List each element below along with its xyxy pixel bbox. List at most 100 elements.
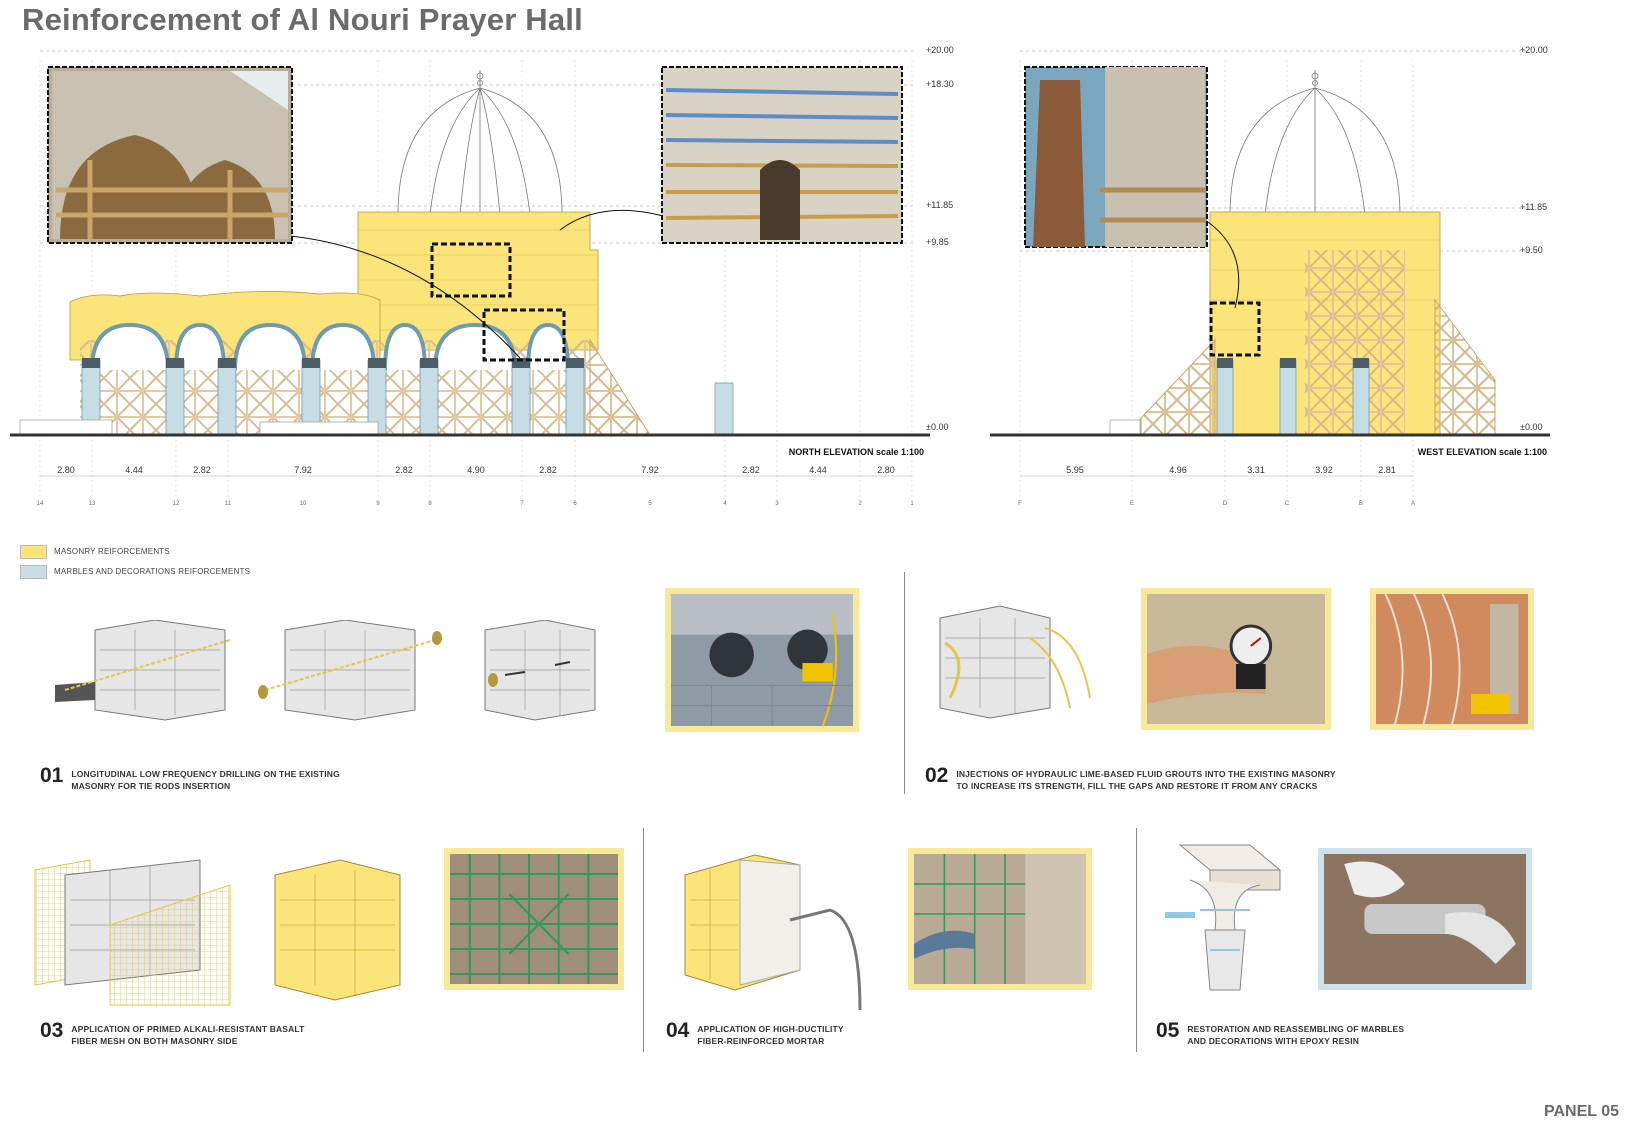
- axis-label: C: [1285, 501, 1290, 507]
- axis-label: E: [1130, 501, 1134, 507]
- step-04-caption: 04 APPLICATION OF HIGH-DUCTILITY FIBER-R…: [666, 1019, 844, 1047]
- step-description: MASONRY FOR TIE RODS INSERTION: [71, 780, 231, 791]
- axis-label: B: [1359, 501, 1363, 507]
- axis-label: 13: [89, 501, 96, 507]
- level-label: +9.50: [1520, 245, 1543, 255]
- step-04-photo: [908, 848, 1092, 990]
- axis-label: 10: [300, 501, 307, 507]
- step-description: AND DECORATIONS WITH EPOXY RESIN: [1187, 1035, 1360, 1046]
- level-label: +11.85: [1520, 202, 1547, 212]
- level-label: ±0.00: [1520, 422, 1542, 432]
- legend-label: MARBLES AND DECORATIONS REIFORCEMENTS: [54, 567, 251, 576]
- step-number: 04: [666, 1019, 690, 1042]
- axis-label: 14: [37, 501, 44, 507]
- step-02-caption: 02 INJECTIONS OF HYDRAULIC LIME-BASED FL…: [925, 764, 1336, 792]
- wall-block: [55, 620, 231, 721]
- level-label: +18.30: [926, 79, 954, 89]
- axis-label: 3: [775, 501, 779, 507]
- dimension-label: 2.82: [193, 465, 211, 475]
- axis-label: F: [1018, 501, 1022, 507]
- marble-swatch: [20, 564, 47, 579]
- step-description: APPLICATION OF HIGH-DUCTILITY: [697, 1024, 844, 1034]
- dimension-label: 5.95: [1066, 465, 1084, 475]
- north-elevation: +20.00 +18.30 +11.85 +9.85 ±0.00: [0, 40, 980, 520]
- north-elevation-label: NORTH ELEVATION scale 1:100: [789, 447, 924, 457]
- axis-label: 8: [428, 501, 432, 507]
- north-photo-left: [47, 66, 293, 244]
- masonry-swatch: [20, 544, 47, 559]
- step-number: 01: [40, 764, 64, 787]
- axis-label: 11: [225, 501, 232, 507]
- axis-label: 2: [858, 501, 862, 507]
- step-01-drilling-illustration: [55, 620, 645, 730]
- step-description: APPLICATION OF PRIMED ALKALI-RESISTANT B…: [71, 1024, 305, 1034]
- step-04-mortar-illustration: [680, 850, 870, 1010]
- wall-block: [274, 859, 401, 1001]
- step-02-injection-illustration: [930, 598, 1110, 728]
- north-photo-right: [661, 66, 903, 244]
- level-label: +20.00: [926, 45, 954, 55]
- dimension-label: 2.82: [395, 465, 413, 475]
- axis-label: 5: [648, 501, 652, 507]
- step-number: 05: [1156, 1019, 1180, 1042]
- dimension-label: 2.81: [1378, 465, 1396, 475]
- step-description: FIBER-REINFORCED MORTAR: [697, 1035, 825, 1046]
- step-description: RESTORATION AND REASSEMBLING OF MARBLES: [1187, 1024, 1405, 1034]
- west-level-labels: +20.00 +11.85 +9.50 ±0.00: [1520, 45, 1548, 432]
- dimension-label: 7.92: [294, 465, 312, 475]
- step-01-caption: 01 LONGITUDINAL LOW FREQUENCY DRILLING O…: [40, 764, 340, 792]
- step-03-photo: [444, 848, 624, 990]
- step-05-caption: 05 RESTORATION AND REASSEMBLING OF MARBL…: [1156, 1019, 1405, 1047]
- step-05-marble-illustration: [1160, 840, 1290, 1000]
- axis-label: 7: [520, 501, 524, 507]
- page-title: Reinforcement of Al Nouri Prayer Hall: [22, 2, 583, 37]
- dimension-label: 4.90: [467, 465, 485, 475]
- step-description: INJECTIONS OF HYDRAULIC LIME-BASED FLUID…: [956, 769, 1336, 779]
- step-number: 02: [925, 764, 949, 787]
- dimension-label: 2.80: [57, 465, 75, 475]
- axis-label: 4: [723, 501, 727, 507]
- dimension-label: 2.80: [877, 465, 895, 475]
- axis-label: 9: [376, 501, 380, 507]
- dimension-label: 4.96: [1169, 465, 1187, 475]
- step-description: FIBER MESH ON BOTH MASONRY SIDE: [71, 1035, 238, 1046]
- legend-label: MASONRY REIFORCEMENTS: [54, 547, 170, 556]
- dimension-label: 4.44: [809, 465, 827, 475]
- level-label: +11.85: [926, 200, 953, 210]
- west-photo: [1024, 66, 1208, 248]
- axis-label: 12: [173, 501, 180, 507]
- step-02-photo-wall: [1370, 588, 1534, 730]
- axis-label: A: [1411, 501, 1415, 507]
- level-label: ±0.00: [926, 422, 948, 432]
- west-elevation-label: WEST ELEVATION scale 1:100: [1418, 447, 1547, 457]
- dimension-label: 2.82: [742, 465, 760, 475]
- dimension-label: 4.44: [125, 465, 143, 475]
- west-elevation: +20.00 +11.85 +9.50 ±0.00: [985, 40, 1625, 520]
- dimension-label: 3.31: [1247, 465, 1265, 475]
- axis-label: D: [1223, 501, 1228, 507]
- step-01-photo: [665, 588, 859, 732]
- level-label: +20.00: [1520, 45, 1548, 55]
- panel-number: PANEL 05: [1544, 1103, 1619, 1120]
- axis-label: 1: [910, 501, 914, 507]
- dome: [397, 70, 563, 216]
- legend-item-marble: MARBLES AND DECORATIONS REIFORCEMENTS: [20, 564, 250, 579]
- legend: MASONRY REIFORCEMENTS MARBLES AND DECORA…: [20, 544, 250, 584]
- step-description: LONGITUDINAL LOW FREQUENCY DRILLING ON T…: [71, 769, 340, 779]
- north-level-labels: +20.00 +18.30 +11.85 +9.85 ±0.00: [926, 45, 954, 432]
- divider: [643, 828, 644, 1052]
- legend-item-masonry: MASONRY REIFORCEMENTS: [20, 544, 250, 559]
- wall-block: [258, 620, 442, 721]
- dimension-label: 7.92: [641, 465, 659, 475]
- step-02-photo-gauge: [1141, 588, 1331, 730]
- level-label: +9.85: [926, 237, 949, 247]
- axis-label: 6: [573, 501, 577, 507]
- step-03-caption: 03 APPLICATION OF PRIMED ALKALI-RESISTAN…: [40, 1019, 305, 1047]
- divider: [904, 572, 905, 794]
- step-05-photo: [1318, 848, 1532, 990]
- step-number: 03: [40, 1019, 64, 1042]
- dimension-label: 3.92: [1315, 465, 1333, 475]
- divider: [1136, 828, 1137, 1052]
- step-description: TO INCREASE ITS STRENGTH, FILL THE GAPS …: [956, 780, 1318, 791]
- dimension-label: 2.82: [539, 465, 557, 475]
